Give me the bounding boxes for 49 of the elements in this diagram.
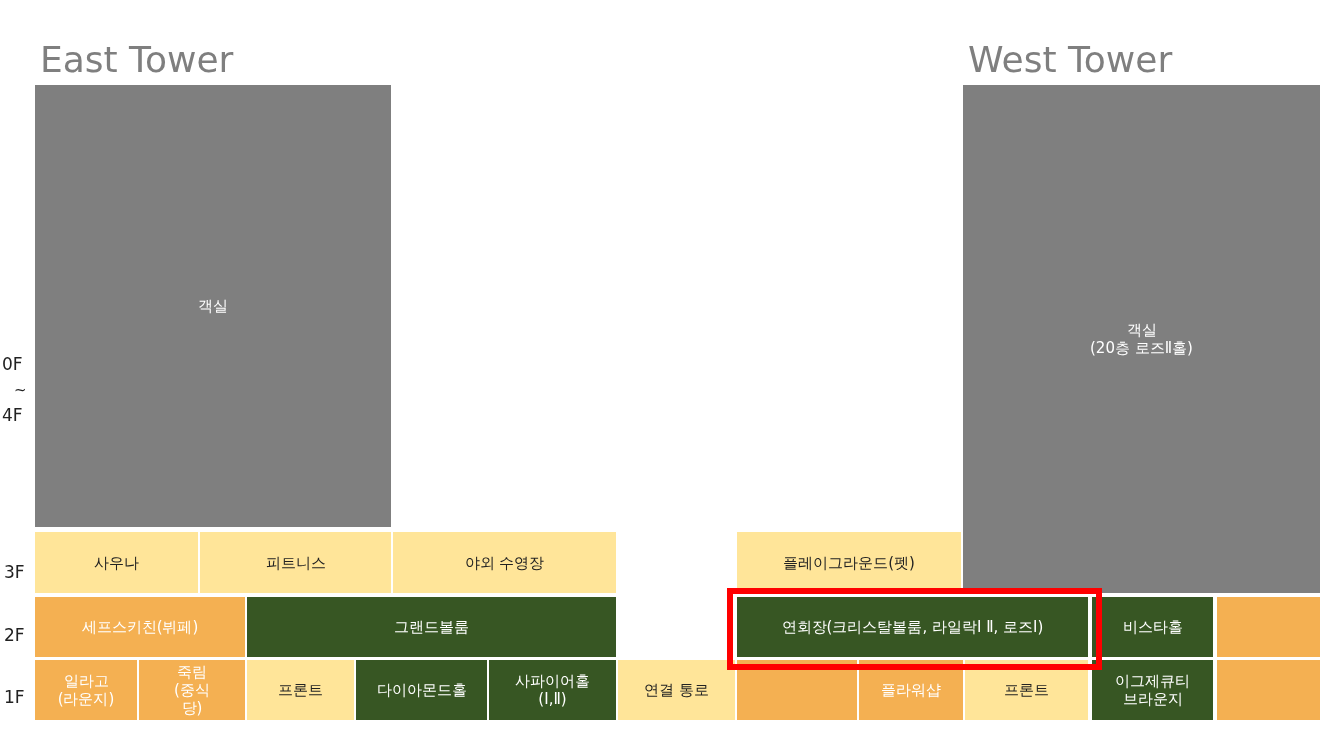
cell-label: 사우나 — [94, 553, 139, 572]
hall-cell — [356, 660, 487, 720]
cell-label: 프론트 — [1004, 681, 1049, 699]
cell-label: 객실 — [198, 297, 228, 315]
hall-cell — [489, 660, 616, 720]
facility-cell — [247, 660, 354, 720]
cell-label: 플라워샵 — [881, 681, 941, 699]
facility-cell — [965, 660, 1088, 720]
cell-label: 비스타홀 — [1122, 618, 1183, 636]
hall-cell — [1092, 597, 1213, 657]
cell-label: 피트니스 — [265, 553, 326, 572]
cell-label: 야외 수영장 — [464, 553, 545, 572]
cell-label: 플레이그라운드(펫) — [783, 553, 915, 572]
room-block — [963, 85, 1320, 593]
facility-cell — [618, 660, 735, 720]
cell-label: 죽림 (중식당) — [173, 663, 211, 717]
floor-label: 1F — [4, 688, 25, 707]
empty-cell — [1217, 660, 1320, 720]
floor-label: 0F — [2, 355, 23, 374]
tower-title: East Tower — [40, 40, 234, 80]
cell-label: (20층 로즈Ⅱ홀) — [1090, 339, 1193, 357]
facility-cell — [35, 597, 245, 657]
tower-title: West Tower — [968, 40, 1173, 80]
cell-label: 다이아몬드홀 — [376, 681, 467, 699]
floor-label: 4F — [2, 406, 23, 425]
facility-cell — [200, 532, 391, 593]
empty-cell — [1217, 597, 1320, 657]
facility-cell — [35, 660, 137, 720]
facility-cell — [139, 660, 245, 720]
cell-label: 세프스키친(뷔페) — [81, 618, 199, 636]
facility-cell — [35, 532, 198, 593]
facility-cell — [393, 532, 616, 593]
facility-cell — [859, 660, 963, 720]
cell-label: 연결 통로 — [644, 681, 709, 699]
cell-label: 사파이어홀 (Ⅰ,Ⅱ) — [514, 672, 591, 708]
empty-cell — [737, 660, 857, 720]
cell-label: 연회장(크리스탈볼룸, 라일락Ⅰ Ⅱ, 로즈Ⅰ) — [781, 618, 1044, 636]
cell-label: 그랜드볼룸 — [394, 618, 469, 636]
hall-cell — [1092, 660, 1213, 720]
hall-cell — [247, 597, 616, 657]
room-block — [35, 85, 391, 527]
cell-label: 일라고 (라운지) — [56, 672, 116, 708]
cell-label: 객실 — [1126, 321, 1157, 339]
floor-label: ~ — [14, 382, 27, 399]
cell-label: 이그제큐티브라운지 — [1114, 672, 1191, 708]
floor-label: 3F — [4, 563, 25, 582]
hall-cell — [737, 597, 1088, 657]
floor-label: 2F — [4, 626, 25, 645]
cell-label: 프론트 — [278, 681, 323, 699]
